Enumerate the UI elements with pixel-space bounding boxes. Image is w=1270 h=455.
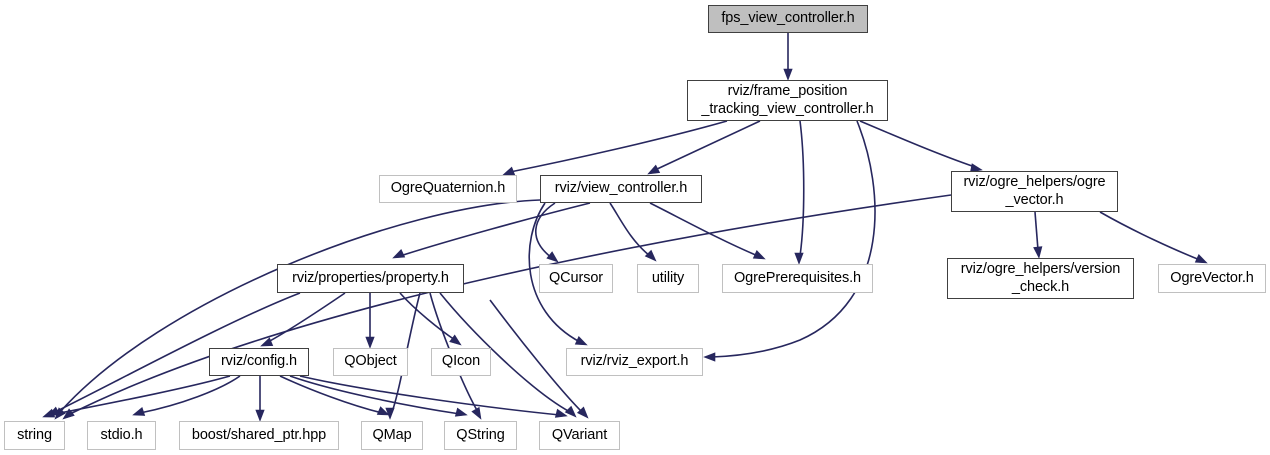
edge-frame_pos-to-ogrequat	[502, 120, 728, 176]
graph-node-viewctrl[interactable]: rviz/view_controller.h	[540, 175, 702, 203]
edge-frame_pos-to-viewctrl	[647, 120, 761, 175]
edge-viewctrl-to-ogreprereq	[649, 202, 766, 260]
arrowhead-icon	[376, 406, 390, 416]
edge-frame_pos-to-ogreprereq	[794, 120, 805, 265]
edge-viewctrl-to-string	[54, 199, 541, 420]
graph-node-label: fps_view_controller.h	[721, 10, 855, 27]
edge-viewctrl-to-utility	[609, 202, 657, 262]
graph-node-ogreprereq[interactable]: OgrePrerequisites.h	[722, 264, 873, 293]
graph-node-ogrevector_h[interactable]: OgreVector.h	[1158, 264, 1266, 293]
arrowhead-icon	[546, 251, 559, 263]
graph-node-string[interactable]: string	[4, 421, 65, 450]
arrowhead-icon	[255, 409, 265, 422]
graph-node-label: rviz/frame_position _tracking_view_contr…	[701, 83, 874, 117]
graph-node-label: QVariant	[551, 426, 608, 443]
edge-viewctrl-to-property	[392, 202, 591, 259]
arrowhead-icon	[644, 249, 657, 262]
graph-node-ogrevec[interactable]: rviz/ogre_helpers/ogre _vector.h	[951, 171, 1118, 212]
graph-node-qicon[interactable]: QIcon	[431, 348, 491, 376]
graph-node-stdio[interactable]: stdio.h	[87, 421, 156, 450]
edge-property-to-qicon	[399, 292, 462, 346]
edge-config-to-string	[42, 375, 231, 418]
graph-node-label: rviz/config.h	[220, 353, 298, 370]
graph-node-boostshared[interactable]: boost/shared_ptr.hpp	[179, 421, 339, 450]
graph-node-label: rviz/rviz_export.h	[580, 353, 689, 370]
arrowhead-icon	[47, 406, 61, 417]
graph-node-frame_pos[interactable]: rviz/frame_position _tracking_view_contr…	[687, 80, 888, 121]
arrowhead-icon	[576, 406, 589, 419]
graph-node-property[interactable]: rviz/properties/property.h	[277, 264, 464, 293]
graph-node-rvizexport[interactable]: rviz/rviz_export.h	[566, 348, 703, 376]
graph-node-label: rviz/ogre_helpers/ogre _vector.h	[963, 174, 1106, 208]
graph-node-config[interactable]: rviz/config.h	[209, 348, 309, 376]
edge-fps-to-frame_pos	[783, 33, 793, 81]
graph-node-qcursor[interactable]: QCursor	[539, 264, 613, 293]
edge-frame_pos-to-ogrevec	[859, 120, 983, 173]
arrowhead-icon	[502, 166, 516, 176]
graph-node-label: stdio.h	[100, 426, 143, 443]
graph-node-label: OgreVector.h	[1170, 269, 1254, 286]
edge-config-to-qvariant	[299, 375, 568, 418]
arrowhead-icon	[132, 407, 146, 416]
arrowhead-icon	[449, 334, 462, 346]
arrowhead-icon	[574, 336, 588, 346]
edge-ogrevec-to-string	[62, 194, 952, 420]
arrowhead-icon	[564, 405, 577, 418]
arrowhead-icon	[365, 336, 375, 349]
edge-ogrevec-to-versioncheck	[1033, 211, 1043, 259]
graph-node-qvariant[interactable]: QVariant	[539, 421, 620, 450]
edge-config-to-stdio	[132, 375, 241, 416]
arrowhead-icon	[454, 407, 468, 417]
edge-frame_pos-to-rvizexport	[703, 120, 876, 362]
arrowhead-icon	[260, 337, 274, 347]
arrowhead-icon	[1033, 246, 1043, 259]
arrowhead-icon	[392, 248, 406, 259]
arrowhead-icon	[1194, 254, 1208, 264]
graph-node-label: rviz/view_controller.h	[554, 180, 688, 197]
graph-node-label: OgrePrerequisites.h	[733, 269, 862, 286]
graph-node-label: OgreQuaternion.h	[390, 180, 506, 197]
edge-ogrevec-to-ogrevector_h	[1099, 211, 1208, 264]
arrowhead-icon	[385, 407, 395, 420]
edge-property-to-qobject	[365, 293, 375, 349]
arrowhead-icon	[62, 408, 75, 420]
graph-node-label: boost/shared_ptr.hpp	[191, 426, 327, 443]
edge-config-to-qmap	[279, 375, 390, 416]
graph-node-qmap[interactable]: QMap	[361, 421, 423, 450]
graph-node-qstring[interactable]: QString	[444, 421, 517, 450]
arrowhead-icon	[783, 68, 793, 81]
arrowhead-icon	[752, 250, 766, 260]
graph-node-label: rviz/properties/property.h	[292, 269, 449, 286]
graph-node-versioncheck[interactable]: rviz/ogre_helpers/version _check.h	[947, 258, 1134, 299]
edge-property-to-config	[260, 292, 346, 347]
arrowhead-icon	[554, 408, 568, 418]
graph-node-label: utility	[651, 269, 685, 286]
graph-node-label: rviz/ogre_helpers/version _check.h	[960, 261, 1121, 295]
graph-node-label: QCursor	[548, 269, 604, 286]
arrowhead-icon	[794, 252, 804, 265]
graph-node-fps[interactable]: fps_view_controller.h	[708, 5, 868, 33]
graph-node-qobject[interactable]: QObject	[333, 348, 408, 376]
edge-config-to-boostshared	[255, 376, 265, 422]
graph-node-ogrequat[interactable]: OgreQuaternion.h	[379, 175, 517, 203]
arrowhead-icon	[647, 164, 661, 175]
graph-node-label: QString	[456, 426, 505, 443]
graph-node-utility[interactable]: utility	[637, 264, 699, 293]
arrowhead-icon	[471, 406, 482, 420]
arrowhead-icon	[42, 408, 56, 418]
arrowhead-icon	[703, 352, 716, 362]
graph-node-label: QMap	[372, 426, 412, 443]
edge-viewctrl-to-qcursor	[535, 202, 559, 263]
edge-config-to-qstring	[289, 375, 468, 417]
graph-node-label: QObject	[344, 353, 397, 370]
graph-node-label: QIcon	[441, 353, 481, 370]
graph-node-label: string	[17, 426, 52, 443]
arrowhead-icon	[54, 407, 66, 420]
